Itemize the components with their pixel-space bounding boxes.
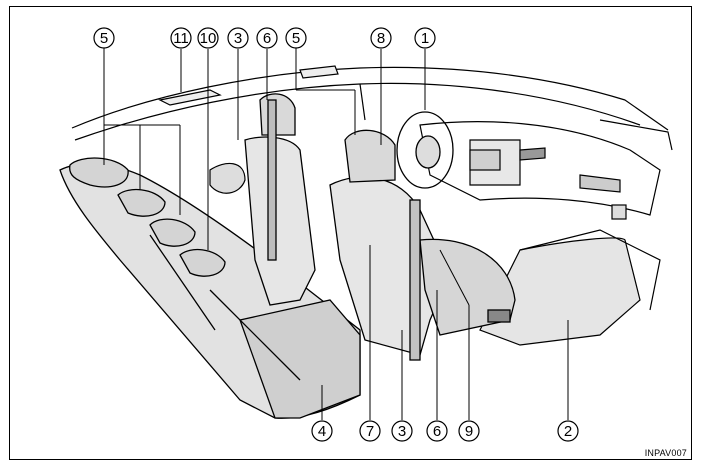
callout-headrest-belt: 6 — [256, 27, 278, 49]
svg-text:7: 7 — [366, 423, 374, 440]
leader-lines — [103, 48, 569, 420]
passenger-seat — [329, 129, 516, 361]
svg-text:4: 4 — [318, 423, 326, 440]
callout-seat-control: 9 — [458, 420, 480, 442]
svg-text:1: 1 — [421, 30, 429, 47]
callout-floor: 2 — [557, 420, 579, 442]
svg-text:8: 8 — [377, 30, 385, 47]
svg-text:2: 2 — [564, 423, 572, 440]
callout-handle-rear: 11 — [170, 27, 192, 49]
callout-headrest-front: 8 — [370, 27, 392, 49]
callout-seat-side: 7 — [359, 420, 381, 442]
svg-text:5: 5 — [292, 30, 300, 47]
svg-text:11: 11 — [173, 30, 189, 47]
callout-rear-seat-base: 4 — [311, 420, 333, 442]
callout-seats-top-left: 5 — [93, 27, 115, 49]
callout-belt-bottom: 6 — [426, 420, 448, 442]
callout-seat-bottom: 3 — [391, 420, 413, 442]
callout-pillar: 3 — [227, 27, 249, 49]
svg-text:3: 3 — [398, 423, 406, 440]
dashboard — [419, 121, 661, 220]
steering-wheel — [396, 111, 454, 189]
svg-text:5: 5 — [100, 30, 108, 47]
svg-text:10: 10 — [200, 30, 217, 47]
callout-airbag-curtain: 10 — [197, 27, 219, 49]
figure-code: INPAV007 — [644, 448, 687, 458]
rear-seat — [59, 157, 361, 419]
driver-seat — [244, 93, 316, 306]
svg-text:9: 9 — [465, 423, 473, 440]
callout-steering: 1 — [414, 27, 436, 49]
car-body-outline — [71, 66, 673, 151]
rear-door — [158, 65, 339, 194]
callout-seats-top-mid: 5 — [285, 27, 307, 49]
svg-text:3: 3 — [234, 30, 242, 47]
svg-text:6: 6 — [433, 423, 441, 440]
svg-text:6: 6 — [263, 30, 271, 47]
right-side-panel — [479, 229, 661, 346]
